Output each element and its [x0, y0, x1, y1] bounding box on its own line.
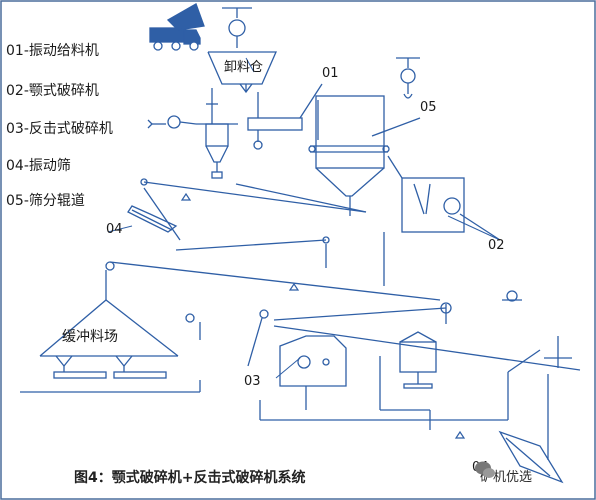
watermark: 矿机优选 — [474, 460, 592, 490]
label-buffer-yard: 缓冲料场 — [62, 329, 118, 345]
label-02: 02 — [488, 238, 505, 253]
vibrating-screen-04-top — [127, 205, 178, 233]
jaw-crusher-02 — [387, 155, 501, 241]
label-04-top: 04 — [106, 222, 123, 237]
screening-roller-05 — [308, 117, 421, 153]
legend-item-04: 04-振动筛 — [6, 158, 71, 174]
label-03: 03 — [244, 374, 261, 389]
label-unload-bin: 卸料仓 — [224, 60, 264, 75]
support-markers — [180, 192, 466, 439]
fine-hopper — [379, 331, 437, 430]
vibrating-screen-04-bottom — [498, 430, 564, 484]
impact-crusher-03 — [279, 335, 347, 410]
legend-item-03: 03-反击式破碎机 — [6, 121, 113, 137]
legend-item-01: 01-振动给料机 — [6, 43, 99, 59]
belt-conveyors — [105, 178, 581, 371]
vibrating-feeder-01 — [247, 83, 323, 150]
dust-collector — [196, 88, 238, 179]
legend-item-05: 05-筛分辊道 — [6, 193, 85, 209]
right-transfer — [259, 290, 572, 460]
figure-caption: 图4：颚式破碎机+反击式破碎机系统 — [74, 470, 306, 486]
bag-filter — [315, 95, 385, 216]
legend-item-02: 02-颚式破碎机 — [6, 83, 99, 99]
dump-truck-icon — [149, 3, 205, 51]
label-01: 01 — [322, 66, 339, 81]
unload-bin-hopper — [207, 51, 277, 94]
label-05: 05 — [420, 100, 437, 115]
exhaust-fan-icon — [147, 115, 197, 129]
crane-hook-right-icon — [396, 57, 420, 99]
crane-hook-icon — [222, 7, 252, 48]
buffer-stockpile — [20, 299, 201, 393]
leader-lines — [107, 57, 501, 379]
